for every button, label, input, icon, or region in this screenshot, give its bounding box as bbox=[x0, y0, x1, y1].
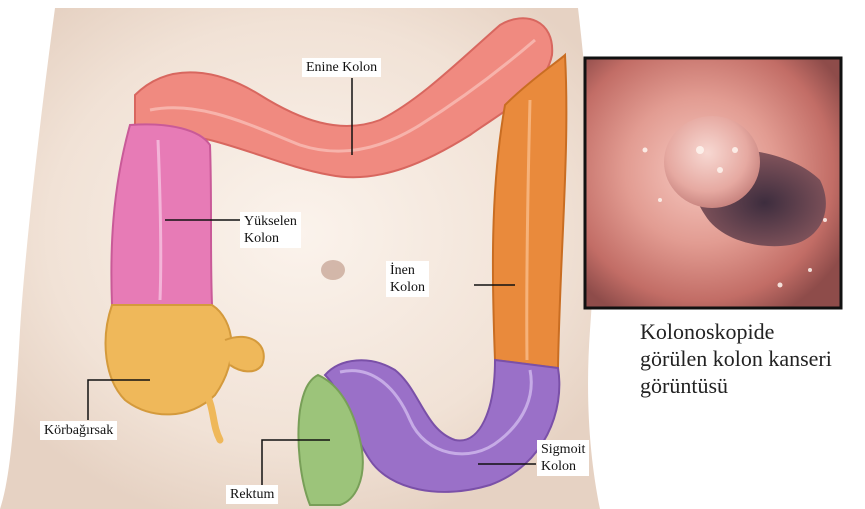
ascending-colon bbox=[111, 124, 212, 305]
label-transverse-colon: Enine Kolon bbox=[302, 58, 381, 77]
tumor bbox=[664, 116, 760, 208]
caption-line3: görüntüsü bbox=[640, 372, 860, 399]
label-transverse-text: Enine Kolon bbox=[306, 59, 377, 76]
caption-line1: Kolonoskopide bbox=[640, 318, 860, 345]
colonoscopy-photo bbox=[585, 58, 841, 308]
label-sigmoid-colon: Sigmoit Kolon bbox=[537, 440, 589, 476]
label-ascending-colon: Yükselen Kolon bbox=[240, 212, 301, 248]
label-sigmoid-line2: Kolon bbox=[541, 458, 585, 475]
label-descending-line2: Kolon bbox=[390, 279, 425, 296]
label-ascending-line2: Kolon bbox=[244, 230, 297, 247]
label-descending-colon: İnen Kolon bbox=[386, 261, 429, 297]
label-rectum-text: Rektum bbox=[230, 486, 274, 503]
caption-line2: görülen kolon kanseri bbox=[640, 345, 860, 372]
label-cecum: Körbağırsak bbox=[40, 421, 117, 440]
label-descending-line1: İnen bbox=[390, 262, 425, 279]
label-sigmoid-line1: Sigmoit bbox=[541, 441, 585, 458]
photo-caption: Kolonoskopide görülen kolon kanseri görü… bbox=[640, 318, 860, 399]
label-cecum-text: Körbağırsak bbox=[44, 422, 113, 439]
label-ascending-line1: Yükselen bbox=[244, 213, 297, 230]
navel bbox=[321, 260, 345, 280]
label-rectum: Rektum bbox=[226, 485, 278, 504]
